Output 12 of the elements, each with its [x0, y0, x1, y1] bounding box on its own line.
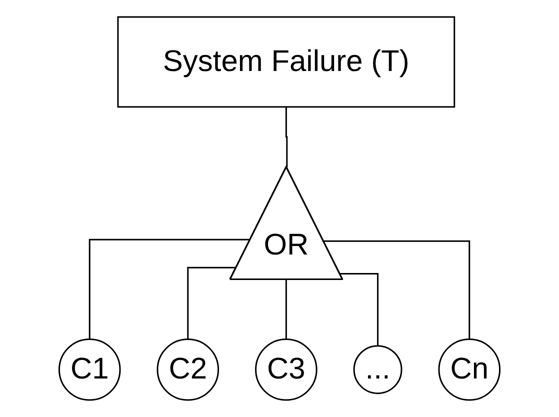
node-circle: C2: [156, 338, 220, 401]
node-circle: Cn: [438, 338, 501, 401]
node-box: System Failure (T): [117, 16, 456, 108]
node-circle: C3: [255, 338, 318, 401]
connector: [88, 238, 251, 340]
connector: [187, 266, 237, 340]
connector: [285, 106, 288, 168]
node-circle: ...: [353, 345, 402, 394]
connector: [324, 240, 470, 340]
connector: [285, 279, 288, 340]
connector: [340, 272, 379, 346]
node-circle: C1: [58, 338, 121, 401]
